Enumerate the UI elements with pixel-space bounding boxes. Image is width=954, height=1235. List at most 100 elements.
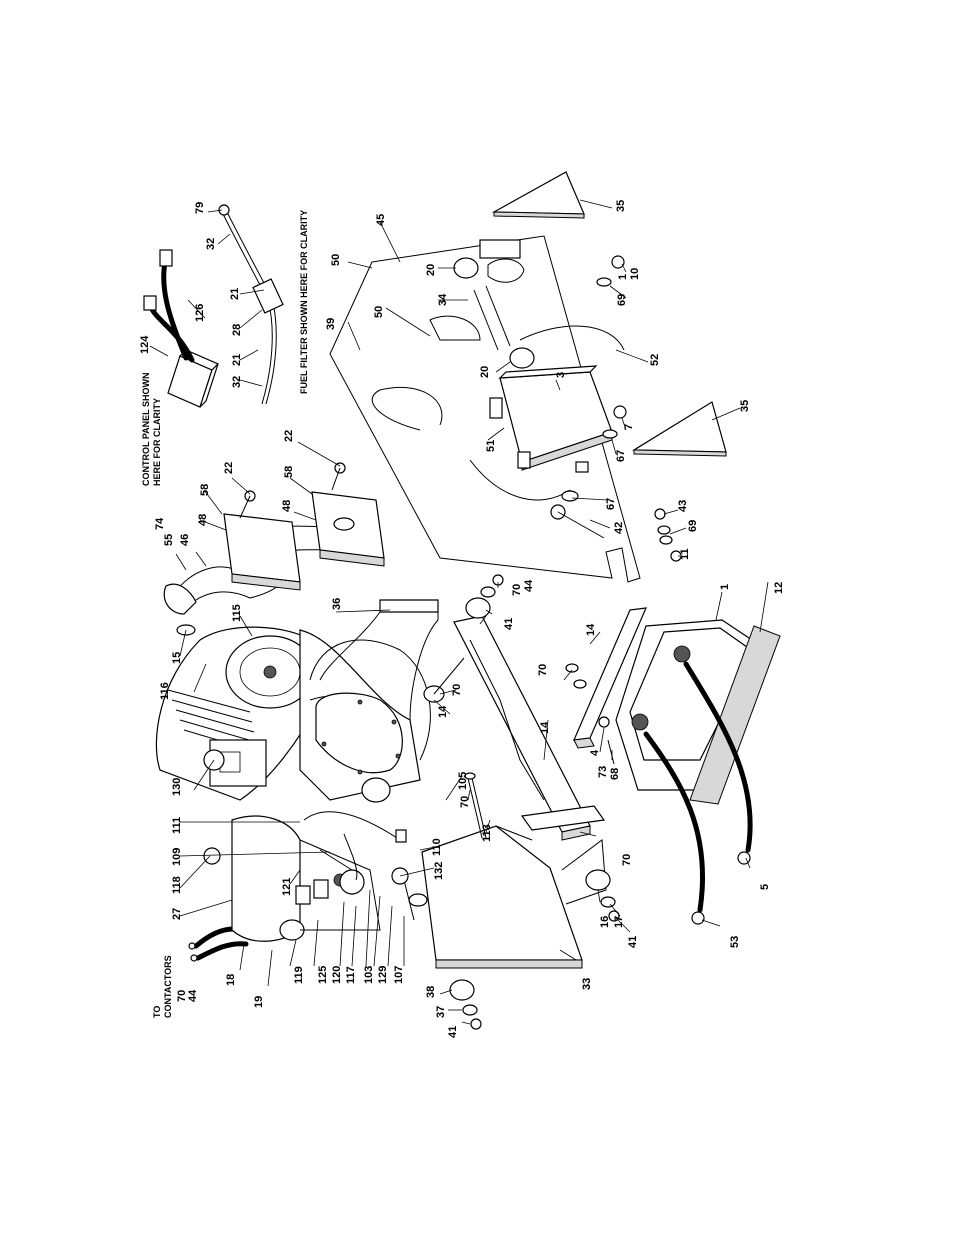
callout: 35 bbox=[615, 200, 627, 212]
callout: 107 bbox=[393, 966, 405, 984]
frame-rails bbox=[319, 599, 607, 969]
callout: 41 bbox=[447, 1026, 459, 1038]
battery-cables bbox=[643, 661, 753, 925]
callout: 32 bbox=[231, 376, 243, 388]
callout: 58 bbox=[199, 484, 211, 496]
callout: 22 bbox=[283, 430, 295, 442]
callout: 116 bbox=[159, 682, 171, 700]
callout: 73 bbox=[597, 766, 609, 778]
fuel-filter-plate bbox=[329, 235, 641, 583]
fuel-line-part bbox=[218, 204, 284, 405]
callout: 22 bbox=[223, 462, 235, 474]
callout: 67 bbox=[605, 498, 617, 510]
callout: 18 bbox=[225, 974, 237, 986]
callout: 3 bbox=[555, 372, 567, 378]
drawing-lines bbox=[143, 171, 781, 1030]
callout: 70 bbox=[511, 584, 523, 596]
note-to-contactors-line1: TO bbox=[152, 1006, 162, 1018]
note-to-contactors-line2: CONTACTORS bbox=[163, 955, 173, 1018]
callout: 126 bbox=[194, 304, 206, 322]
callout: 10 bbox=[629, 268, 641, 280]
callouts: 79 32 21 28 21 32 126 124 50 45 20 34 50… bbox=[139, 200, 785, 1038]
callout: 115 bbox=[231, 604, 243, 622]
callout: 103 bbox=[363, 966, 375, 984]
callout: 42 bbox=[613, 522, 625, 534]
callout: 109 bbox=[171, 848, 183, 866]
callout: 1 bbox=[617, 274, 629, 280]
callout: 16 bbox=[599, 916, 611, 928]
callout: 44 bbox=[187, 989, 199, 1002]
callout: 70 bbox=[176, 990, 188, 1002]
callout: 45 bbox=[375, 214, 387, 226]
callout: 20 bbox=[479, 366, 491, 378]
battery-part bbox=[615, 619, 781, 805]
callout: 118 bbox=[171, 876, 183, 894]
callout: 121 bbox=[281, 878, 293, 896]
callout: 14 bbox=[539, 721, 551, 734]
callout: 70 bbox=[451, 684, 463, 696]
generator-end bbox=[203, 777, 409, 942]
callout: 27 bbox=[171, 908, 183, 920]
callout: 43 bbox=[677, 500, 689, 512]
callout: 111 bbox=[171, 817, 183, 834]
callout: 129 bbox=[377, 966, 389, 984]
callout: 50 bbox=[373, 306, 385, 318]
callout: 132 bbox=[433, 862, 445, 880]
callout: 52 bbox=[649, 354, 661, 366]
callout: 46 bbox=[179, 534, 191, 546]
callout: 48 bbox=[281, 500, 293, 512]
blower-housing bbox=[309, 639, 431, 775]
note-control-panel-line2: HERE FOR CLARITY bbox=[152, 398, 162, 486]
callout: 14 bbox=[437, 705, 449, 718]
callout: 44 bbox=[523, 579, 535, 592]
callout: 35 bbox=[739, 400, 751, 412]
callout: 34 bbox=[437, 293, 449, 306]
callout: 50 bbox=[330, 254, 342, 266]
callout: 79 bbox=[194, 202, 206, 214]
callout: 12 bbox=[773, 582, 785, 594]
callout: 51 bbox=[485, 440, 497, 452]
control-panel-part bbox=[143, 249, 220, 408]
callout: 119 bbox=[293, 966, 305, 984]
notes: CONTROL PANEL SHOWN HERE FOR CLARITY FUE… bbox=[141, 210, 309, 1018]
callout: 70 bbox=[621, 854, 633, 866]
plate-hardware bbox=[550, 255, 682, 562]
callout: 68 bbox=[609, 768, 621, 780]
callout: 1 bbox=[719, 584, 731, 590]
callout: 11 bbox=[679, 548, 691, 560]
callout: 125 bbox=[317, 966, 329, 984]
callout: 37 bbox=[435, 1006, 447, 1018]
callout: 21 bbox=[231, 354, 243, 366]
callout: 58 bbox=[283, 466, 295, 478]
leader-lines bbox=[149, 199, 769, 1025]
callout: 67 bbox=[615, 450, 627, 462]
callout: 4 bbox=[589, 749, 601, 756]
engine-assembly bbox=[155, 626, 421, 801]
bolts bbox=[396, 772, 487, 921]
fuel-filter-canister bbox=[453, 257, 613, 473]
callout: 39 bbox=[325, 318, 337, 330]
note-fuel-filter: FUEL FILTER SHOWN HERE FOR CLARITY bbox=[299, 210, 309, 394]
callout: 15 bbox=[171, 652, 183, 664]
callout: 14 bbox=[585, 623, 597, 636]
callout: 41 bbox=[503, 618, 515, 630]
callout: 69 bbox=[687, 520, 699, 532]
callout: 110 bbox=[431, 838, 443, 856]
callout: 19 bbox=[253, 996, 265, 1008]
callout: 69 bbox=[616, 294, 628, 306]
callout: 5 bbox=[759, 884, 771, 890]
callout: 33 bbox=[581, 978, 593, 990]
exhaust-assembly bbox=[163, 462, 385, 636]
callout: 41 bbox=[627, 936, 639, 948]
callout: 113 bbox=[481, 824, 493, 842]
battery-rail bbox=[565, 607, 647, 765]
callout: 130 bbox=[171, 778, 183, 796]
callout: 53 bbox=[729, 936, 741, 948]
note-control-panel-line1: CONTROL PANEL SHOWN bbox=[141, 372, 151, 486]
callout: 17 bbox=[613, 916, 625, 928]
callout: 70 bbox=[459, 796, 471, 808]
callout: 20 bbox=[425, 264, 437, 276]
callout: 120 bbox=[331, 966, 343, 984]
callout: 21 bbox=[229, 288, 241, 300]
callout: 36 bbox=[331, 598, 343, 610]
